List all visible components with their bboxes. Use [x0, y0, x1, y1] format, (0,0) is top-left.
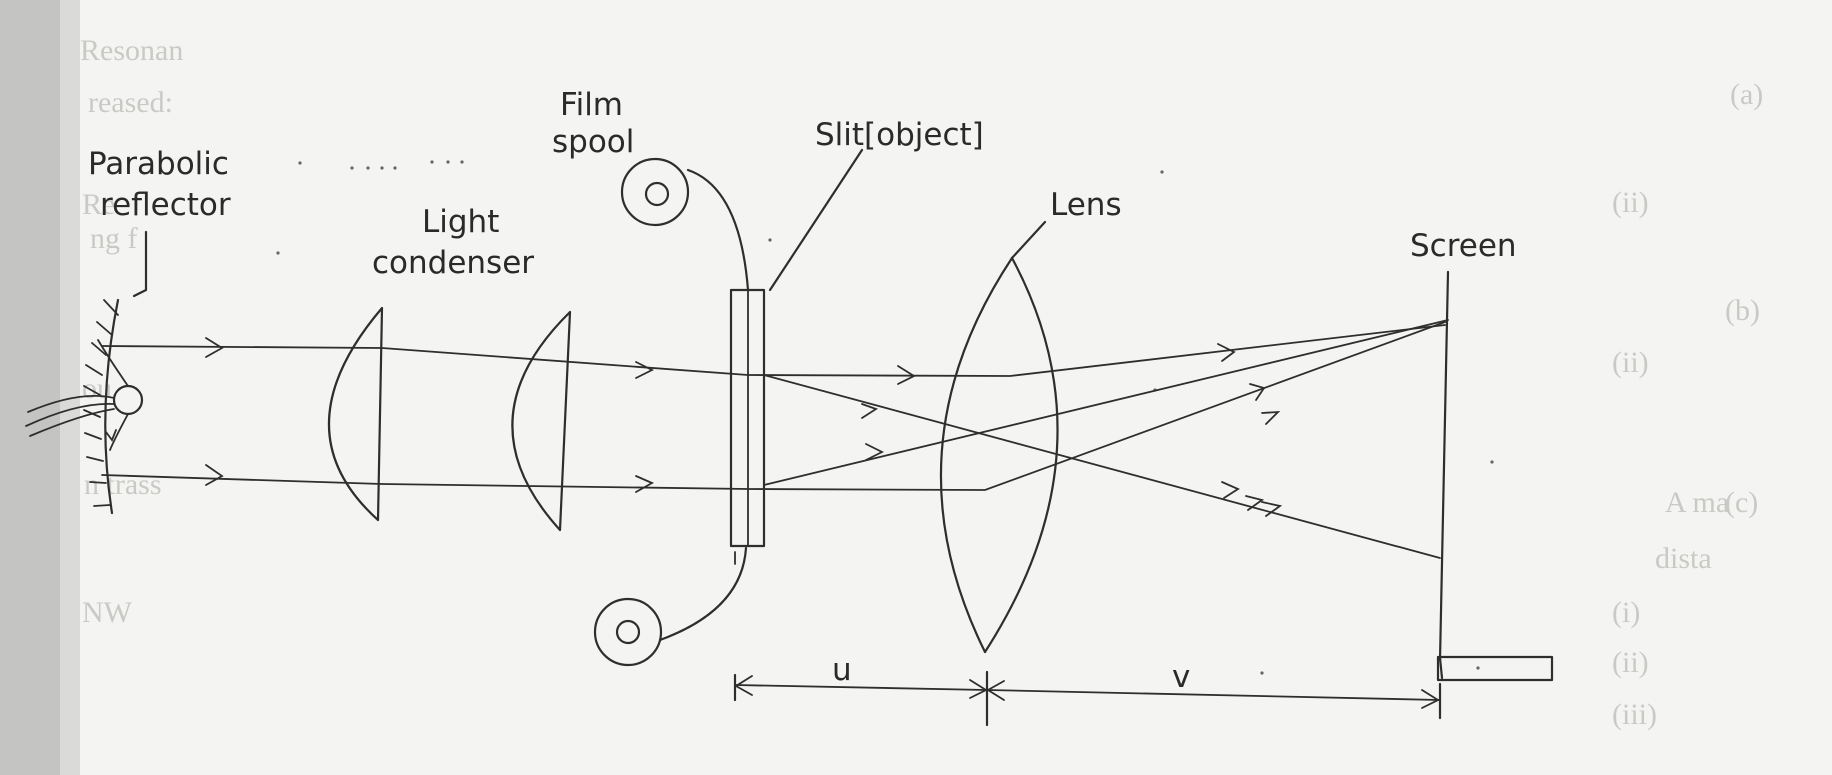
distance-markers — [733, 551, 1442, 727]
bleed-through-right: (a) (ii) (b) (ii) (c) A ma dista (i) (ii… — [1612, 78, 1763, 731]
bleed-text: Resonan — [80, 34, 183, 67]
slit-object — [729, 148, 864, 548]
object-distance-label: u — [832, 652, 852, 688]
bleed-text: reased: — [88, 86, 173, 119]
left-page-shadow-soft — [60, 0, 80, 775]
left-page-shadow — [0, 0, 70, 775]
projection-lens — [939, 220, 1059, 654]
bleed-text: n trass — [84, 468, 162, 501]
labels: Parabolic reflector Light condenser Film… — [88, 87, 1517, 695]
film-spool-top — [620, 157, 750, 292]
stray-marks — [276, 160, 1494, 675]
bleed-text: (ii) — [1612, 186, 1649, 219]
bleed-text: A ma — [1665, 486, 1729, 519]
bleed-text: dista — [1655, 542, 1712, 575]
bleed-text: (a) — [1730, 78, 1763, 111]
bleed-text: ng f — [90, 222, 138, 255]
bleed-text: (i) — [1612, 596, 1640, 629]
light-condenser — [327, 306, 572, 532]
lamp-bulb — [25, 339, 144, 451]
screen — [1436, 270, 1554, 682]
bleed-text: (ii) — [1612, 646, 1649, 679]
parabolic-reflector-label: reflector — [100, 187, 231, 223]
ray-arrowheads — [205, 337, 1283, 517]
slit-label: Slit[object] — [815, 117, 984, 153]
bleed-text: (ii) — [1612, 346, 1649, 379]
bleed-text: (b) — [1725, 294, 1760, 327]
light-condenser-label: Light — [422, 204, 499, 240]
film-spool-bottom — [593, 546, 748, 667]
bleed-text: (iii) — [1612, 698, 1657, 731]
light-condenser-label: condenser — [372, 245, 534, 281]
film-spool-label: Film — [560, 87, 623, 123]
film-spool-label: spool — [552, 124, 634, 160]
screen-label: Screen — [1410, 228, 1517, 264]
image-distance-label: v — [1172, 659, 1190, 695]
lens-label: Lens — [1050, 187, 1122, 223]
parabolic-reflector-label: Parabolic — [88, 146, 229, 182]
bleed-text: NW — [82, 596, 133, 629]
bleed-text: (c) — [1725, 486, 1758, 519]
bleed-text: Re — [82, 188, 115, 221]
light-rays — [101, 319, 1449, 559]
